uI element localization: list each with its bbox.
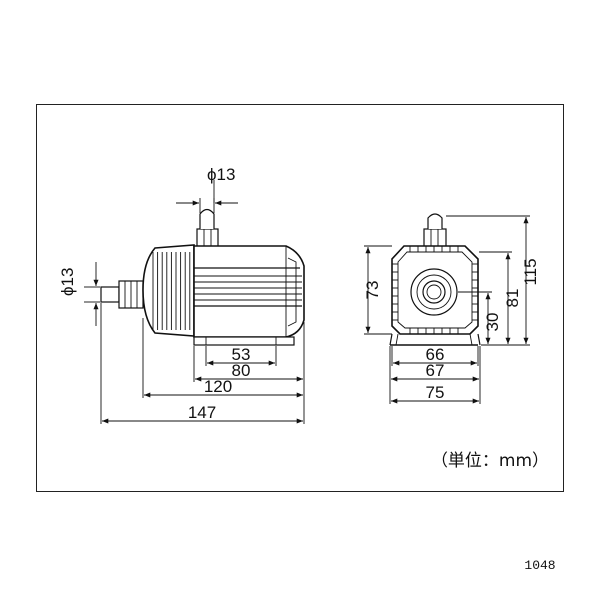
overall-height-label: 115 — [521, 258, 540, 285]
front-housing — [142, 244, 195, 337]
figure-code: 1048 — [524, 558, 555, 573]
inlet-center-height-label: 30 — [483, 313, 502, 332]
dim-base-length: 80 — [195, 361, 303, 382]
dim-overall-length: 147 — [102, 403, 303, 424]
dim-body-length: 120 — [144, 377, 303, 398]
base-length-label: 80 — [232, 361, 251, 380]
dim-body-width: 66 — [393, 345, 477, 366]
front-view: 73 30 81 115 66 67 — [363, 213, 540, 404]
foot-inner-width-label: 67 — [426, 361, 445, 380]
inlet-pipe — [100, 280, 144, 309]
front-inlet — [410, 268, 458, 316]
inlet-diameter-label: ϕ13 — [58, 268, 77, 296]
dim-body-top-height: 81 — [503, 253, 522, 344]
front-feet — [389, 333, 481, 346]
front-outlet-fitting — [423, 213, 447, 248]
base-plate — [193, 336, 295, 346]
foot-outer-width-label: 75 — [426, 383, 445, 402]
dim-outlet-diameter: ϕ13 — [176, 165, 238, 213]
outlet-diameter-label: ϕ13 — [207, 165, 235, 184]
overall-length-label: 147 — [188, 403, 216, 422]
dim-inlet-center-height: 30 — [483, 293, 502, 344]
body-height-label: 73 — [363, 281, 382, 300]
body-top-height-label: 81 — [503, 289, 522, 308]
base-width-label: 53 — [232, 345, 251, 364]
unit-label: （単位：mm） — [431, 451, 549, 471]
outlet-fitting — [196, 208, 219, 248]
dim-foot-outer-width: 75 — [391, 383, 479, 404]
body-width-label: 66 — [426, 345, 445, 364]
drawing-frame — [36, 104, 564, 492]
dim-overall-height: 115 — [521, 217, 540, 344]
motor-body — [193, 245, 305, 338]
body-length-label: 120 — [204, 377, 232, 396]
dim-base-width: 53 — [207, 345, 275, 366]
side-view: ϕ13 ϕ13 53 80 120 — [58, 165, 305, 424]
dim-inlet-diameter: ϕ13 — [58, 262, 100, 326]
dim-body-height: 73 — [363, 247, 382, 333]
dim-foot-inner-width: 67 — [391, 361, 479, 382]
